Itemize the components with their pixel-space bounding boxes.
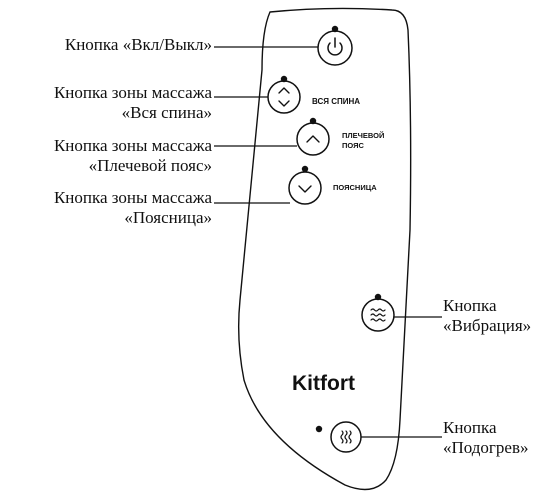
callout-all-back-line1: Кнопка зоны массажа — [53, 83, 212, 102]
lower-back-button[interactable] — [288, 165, 322, 205]
vibration-waves-icon — [370, 308, 386, 322]
callout-heating: Кнопка «Подогрев» — [443, 418, 528, 458]
label-lower-back: ПОЯСНИЦА — [333, 183, 377, 192]
power-button[interactable] — [317, 25, 353, 66]
callout-shoulder-line1: Кнопка зоны массажа — [53, 136, 212, 155]
heat-waves-icon — [340, 430, 352, 444]
up-down-chevrons-icon — [278, 87, 290, 107]
remote-body — [237, 7, 412, 491]
callout-shoulder-line2: «Плечевой пояс» — [88, 156, 212, 175]
chevron-down-icon — [298, 185, 312, 193]
chevron-up-icon — [306, 135, 320, 143]
callout-vibration: Кнопка «Вибрация» — [443, 296, 531, 336]
all-back-button[interactable] — [267, 75, 301, 114]
callout-shoulder: Кнопка зоны массажа «Плечевой пояс» — [54, 136, 212, 176]
callout-lower-back-line1: Кнопка зоны массажа — [53, 188, 212, 207]
callout-vibration-line2: «Вибрация» — [443, 316, 532, 335]
callout-all-back-line2: «Вся спина» — [121, 103, 212, 122]
vibration-button[interactable] — [361, 293, 395, 332]
callout-power-text: Кнопка «Вкл/Выкл» — [64, 35, 212, 54]
callout-power: Кнопка «Вкл/Выкл» — [65, 35, 212, 55]
heating-button[interactable] — [330, 421, 362, 453]
brand-logo: Kitfort — [292, 372, 355, 395]
label-all-back: ВСЯ СПИНА — [312, 97, 360, 106]
power-icon — [327, 37, 343, 56]
label-shoulder-line2: ПОЯС — [342, 141, 365, 150]
callout-heating-line1: Кнопка — [443, 418, 497, 437]
callout-vibration-line1: Кнопка — [443, 296, 497, 315]
shoulder-button[interactable] — [296, 117, 330, 156]
heating-indicator-dot — [315, 425, 323, 433]
callout-lower-back: Кнопка зоны массажа «Поясница» — [54, 188, 212, 228]
label-shoulder-line1: ПЛЕЧЕВОЙ — [342, 131, 384, 140]
callout-lower-back-line2: «Поясница» — [124, 208, 212, 227]
callout-all-back: Кнопка зоны массажа «Вся спина» — [54, 83, 212, 123]
callout-heating-line2: «Подогрев» — [443, 438, 529, 457]
